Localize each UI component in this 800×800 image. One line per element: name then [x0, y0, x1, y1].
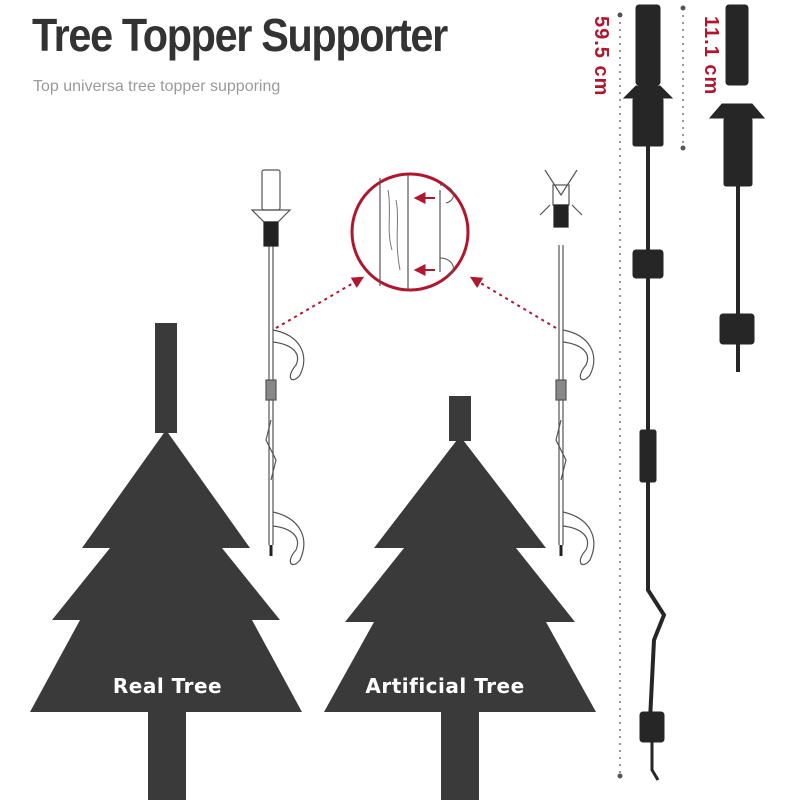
- short-support-rod: [708, 4, 766, 372]
- long-dimension-label: 59.5 cm: [590, 16, 612, 97]
- real-tree-label: Real Tree: [112, 674, 223, 698]
- pointer-arrow-right: [469, 276, 557, 329]
- pointer-arrow-left: [275, 276, 365, 329]
- real-tree-silhouette: [30, 323, 302, 800]
- hook-detail-magnifier: [350, 172, 470, 292]
- artificial-tree-support-drawing: [539, 169, 595, 565]
- real-tree-support-drawing: [250, 169, 305, 565]
- artificial-tree-silhouette: [324, 396, 596, 800]
- artificial-tree-label: Artificial Tree: [365, 674, 525, 698]
- page-subtitle: Top universa tree topper supporing: [33, 78, 281, 95]
- page-title: Tree Topper Supporter: [32, 9, 448, 61]
- long-support-rod: [622, 4, 674, 781]
- short-dimension-label: 11.1 cm: [700, 16, 722, 96]
